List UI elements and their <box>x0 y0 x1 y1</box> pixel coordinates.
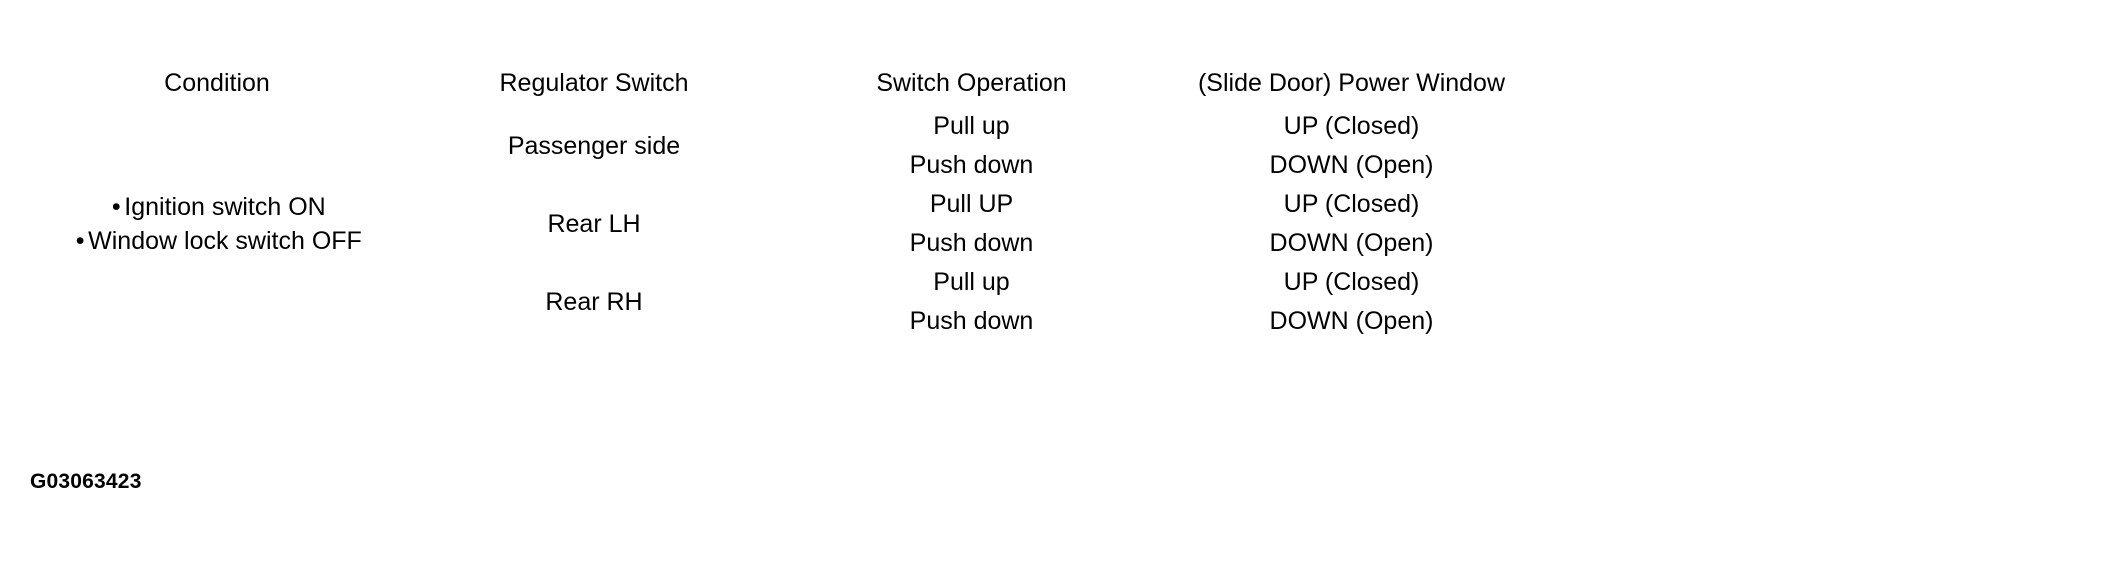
power-window-operation-table: Condition Regulator Switch Switch Operat… <box>29 59 1543 341</box>
switch-operation-cell: Push down <box>783 146 1160 185</box>
column-header-condition: Condition <box>29 59 405 107</box>
table-row: Rear LH Pull UP UP (Closed) <box>29 185 1543 263</box>
table-header: Condition Regulator Switch Switch Operat… <box>29 59 1543 107</box>
condition-item-text: Window lock switch OFF <box>88 227 362 255</box>
table-header-row: Condition Regulator Switch Switch Operat… <box>29 59 1543 107</box>
switch-operation-cell: Pull up <box>783 263 1160 302</box>
bullet-icon: • <box>111 192 121 221</box>
switch-operation-cell: Pull up <box>783 107 1160 146</box>
column-header-power-window: (Slide Door) Power Window <box>1160 59 1543 107</box>
power-window-cell: DOWN (Open) <box>1160 302 1543 341</box>
table-row: Push down DOWN (Open) <box>29 146 1543 185</box>
table-row: •Ignition switch ON •Window lock switch … <box>29 107 1543 341</box>
condition-list-item: •Ignition switch ON <box>29 190 405 225</box>
regulator-switch-cell: Rear LH <box>405 185 783 263</box>
table-row: Rear RH Pull up UP (Closed) <box>29 263 1543 341</box>
switch-operation-cell: Push down <box>783 302 1160 341</box>
power-window-cell: UP (Closed) <box>1160 263 1543 302</box>
condition-list-item: •Window lock switch OFF <box>29 224 405 259</box>
spec-table-container: Condition Regulator Switch Switch Operat… <box>29 59 1543 341</box>
table-row: Push down DOWN (Open) <box>29 302 1543 341</box>
table-body: •Ignition switch ON •Window lock switch … <box>29 107 1543 341</box>
power-window-cell: DOWN (Open) <box>1160 146 1543 185</box>
column-header-regulator-switch: Regulator Switch <box>405 59 783 107</box>
column-header-switch-operation: Switch Operation <box>783 59 1160 107</box>
power-window-cell: DOWN (Open) <box>1160 224 1543 263</box>
switch-operation-cell: Pull UP <box>783 185 1160 224</box>
regulator-switch-cell: Passenger side <box>405 107 783 185</box>
table-row: Push down DOWN (Open) <box>29 224 1543 263</box>
power-window-cell: UP (Closed) <box>1160 185 1543 224</box>
condition-cell: •Ignition switch ON •Window lock switch … <box>29 107 405 341</box>
condition-item-text: Ignition switch ON <box>124 192 326 221</box>
power-window-cell: UP (Closed) <box>1160 107 1543 146</box>
condition-list: •Ignition switch ON •Window lock switch … <box>29 190 405 259</box>
regulator-switch-cell: Rear RH <box>405 263 783 341</box>
figure-caption: G03063423 <box>30 470 142 493</box>
switch-operation-cell: Push down <box>783 224 1160 263</box>
bullet-icon: • <box>75 227 85 255</box>
